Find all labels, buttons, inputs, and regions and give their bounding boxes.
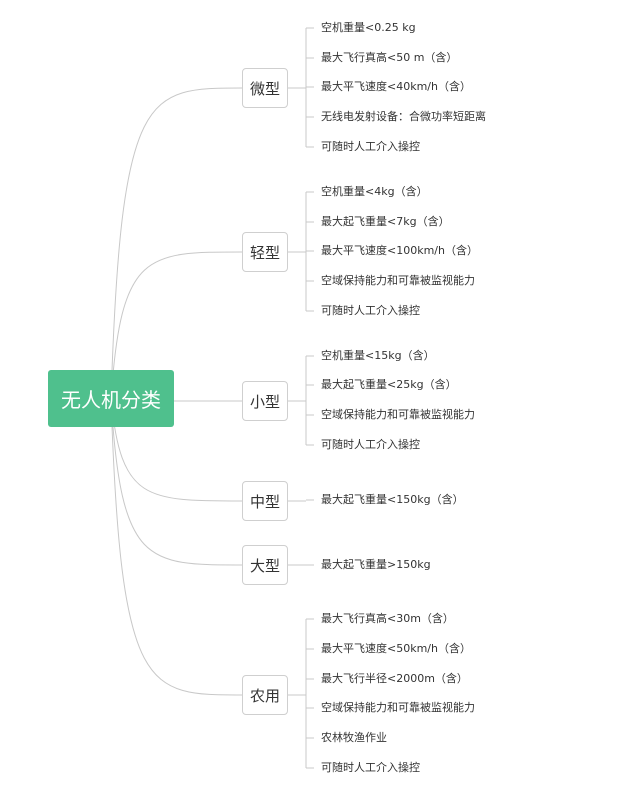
leaf-item[interactable]: 最大平飞速度<100km/h（含） (321, 244, 478, 257)
leaf-item[interactable]: 空机重量<4kg（含） (321, 185, 428, 198)
category-node-agricultural[interactable]: 农用 (242, 675, 288, 715)
leaf-item[interactable]: 空域保持能力和可靠被监视能力 (321, 408, 475, 421)
category-node-large[interactable]: 大型 (242, 545, 288, 585)
category-node-medium[interactable]: 中型 (242, 481, 288, 521)
leaf-item[interactable]: 最大飞行真高<50 m（含） (321, 51, 458, 64)
leaf-item[interactable]: 最大平飞速度<40km/h（含） (321, 80, 471, 93)
leaf-item[interactable]: 最大飞行真高<30m（含） (321, 612, 454, 625)
root-to-category-connector (110, 398, 243, 566)
leaf-item[interactable]: 无线电发射设备：合微功率短距离 (321, 110, 486, 123)
root-to-category-connector (110, 87, 243, 400)
leaf-item[interactable]: 可随时人工介入操控 (321, 304, 420, 317)
root-to-category-connector (110, 398, 243, 502)
leaf-item[interactable]: 可随时人工介入操控 (321, 438, 420, 451)
leaf-item[interactable]: 空域保持能力和可靠被监视能力 (321, 701, 475, 714)
leaf-item[interactable]: 最大起飞重量<25kg（含） (321, 378, 457, 391)
leaf-item[interactable]: 最大起飞重量>150kg (321, 558, 431, 571)
leaf-item[interactable]: 最大飞行半径<2000m（含） (321, 672, 468, 685)
leaf-item[interactable]: 空机重量<15kg（含） (321, 349, 435, 362)
root-node[interactable]: 无人机分类 (48, 370, 174, 427)
leaf-item[interactable]: 可随时人工介入操控 (321, 761, 420, 774)
leaf-item[interactable]: 空域保持能力和可靠被监视能力 (321, 274, 475, 287)
leaf-item[interactable]: 可随时人工介入操控 (321, 140, 420, 153)
category-node-small[interactable]: 小型 (242, 381, 288, 421)
category-node-light[interactable]: 轻型 (242, 232, 288, 272)
category-node-micro[interactable]: 微型 (242, 68, 288, 108)
leaf-item[interactable]: 农林牧渔作业 (321, 731, 387, 744)
leaf-item[interactable]: 最大平飞速度<50km/h（含） (321, 642, 471, 655)
leaf-item[interactable]: 最大起飞重量<7kg（含） (321, 215, 450, 228)
root-to-category-connector (110, 251, 243, 400)
leaf-item[interactable]: 最大起飞重量<150kg（含） (321, 493, 464, 506)
root-to-category-connector (110, 398, 243, 696)
leaf-item[interactable]: 空机重量<0.25 kg (321, 21, 416, 34)
